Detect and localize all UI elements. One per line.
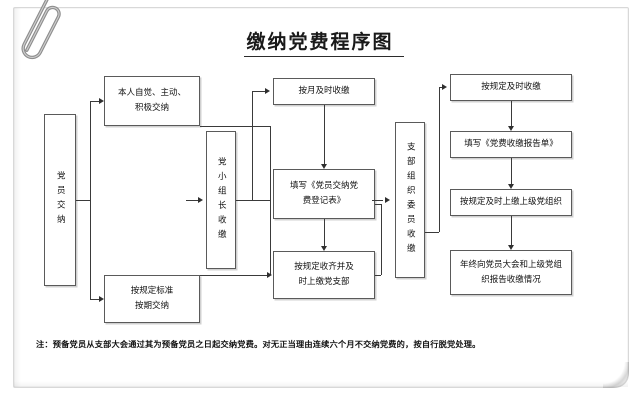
arrow-n4-n5 xyxy=(265,87,270,94)
edge-n1-riser xyxy=(90,101,91,300)
arrow-n5-n6 xyxy=(320,164,327,169)
arrow-into-n7 xyxy=(267,271,272,278)
paper-left-shading xyxy=(14,8,21,387)
arrow-into-n4 xyxy=(198,196,203,203)
edge-n3-rise xyxy=(270,200,271,275)
arrow-n7-n8 xyxy=(385,196,390,203)
edge-n1-n3 xyxy=(90,299,99,300)
edge-n8-n9 xyxy=(439,87,442,88)
arrow-n6-n7 xyxy=(320,246,327,251)
node-label: 按规定及时上缴上级党组织 xyxy=(459,197,562,207)
page-curl-corner xyxy=(603,362,629,388)
edge-n6-n7 xyxy=(324,219,325,246)
node-label: 填写《党费收缴报告单》 xyxy=(464,139,558,149)
node-label: 按月及时收缴 xyxy=(298,86,350,96)
node-shangjiao-shangji-dangzuzhi: 按规定及时上缴上级党组织 xyxy=(450,189,572,216)
edge-bypass-into-n7 xyxy=(375,275,381,276)
edge-n8-bottom xyxy=(425,232,439,233)
edge-n6-right xyxy=(375,204,381,205)
edge-n8-riser xyxy=(439,87,440,232)
node-label: 本人自觉、主动、 积极交纳 xyxy=(117,88,186,113)
edge-n1-stub xyxy=(76,200,90,201)
node-label: 按规定及时收缴 xyxy=(481,82,541,92)
edge-n7-n8 xyxy=(372,200,383,201)
node-label: 年终向党员大会和上级党组 织报告收缴情况 xyxy=(459,259,562,285)
paper-bottom-shading xyxy=(14,381,628,387)
edge-n4-riser xyxy=(252,91,253,200)
edge-into-n4-riser xyxy=(186,200,187,201)
arrow-n10-n11 xyxy=(507,184,514,189)
node-label: 按规定标准 按期交纳 xyxy=(130,286,174,311)
node-anguiding-biaozhun: 按规定标准 按期交纳 xyxy=(104,275,200,323)
node-label: 填写《党员交纳党 费登记表》 xyxy=(289,181,358,206)
edge-n10-n11 xyxy=(511,158,512,184)
footnote: 注：预备党员从支部大会通过其为预备党员之日起交纳党费。对无正当理由连续六个月不交… xyxy=(36,339,481,349)
node-nianzhong-baogao-shoujiao: 年终向党员大会和上级党组 织报告收缴情况 xyxy=(450,250,572,295)
edge-n2-out xyxy=(200,126,270,127)
arrow-n1-n3 xyxy=(99,295,104,302)
arrow-n1-n2 xyxy=(99,97,104,104)
title-underline xyxy=(244,56,404,57)
edge-into-n4 xyxy=(186,200,198,201)
page-title: 缴纳党费程序图 xyxy=(246,31,394,53)
node-zhibu-zuzhi-weiyuan-shoujiao: 支部组织委员收缴 xyxy=(395,122,425,278)
edge-n4-bottom xyxy=(236,200,252,201)
edge-n11-n12 xyxy=(511,216,512,245)
arrow-n11-n12 xyxy=(507,245,514,250)
edge-n2-n4 xyxy=(236,200,270,201)
edge-n4-n5 xyxy=(252,91,265,92)
edge-n3-out xyxy=(200,275,270,276)
node-label: 党小组长收缴 xyxy=(216,156,227,244)
edge-n5-n6 xyxy=(324,105,325,164)
node-benren-zijue: 本人自觉、主动、 积极交纳 xyxy=(104,76,200,126)
node-tianxie-baogaodan: 填写《党费收缴报告单》 xyxy=(450,131,572,158)
edge-n9-n10 xyxy=(511,101,512,126)
edge-n2-drop xyxy=(270,126,271,200)
node-label: 支部组织委员收缴 xyxy=(405,142,416,258)
edge-n1-n2 xyxy=(90,101,99,102)
node-label: 党员交纳 xyxy=(55,171,66,229)
edge-into-n7 xyxy=(256,275,267,276)
node-tianxie-dengjibiao: 填写《党员交纳党 费登记表》 xyxy=(273,169,375,219)
node-anyue-jishi-shoujiao: 按月及时收缴 xyxy=(273,78,375,105)
edge-n6-n7-bypass xyxy=(381,204,382,275)
node-shouqi-shangjiao-zhibu: 按规定收齐并及 时上缴党支部 xyxy=(273,251,375,299)
node-dangyuan-jiaona: 党员交纳 xyxy=(44,114,76,286)
node-dangxiaozuzhang-shoujiao: 党小组长收缴 xyxy=(206,131,236,269)
node-anguiding-jishi-shoujiao: 按规定及时收缴 xyxy=(450,74,572,101)
arrow-n8-n9 xyxy=(442,83,447,90)
node-label: 按规定收齐并及 时上缴党支部 xyxy=(294,262,354,287)
arrow-n9-n10 xyxy=(507,126,514,131)
